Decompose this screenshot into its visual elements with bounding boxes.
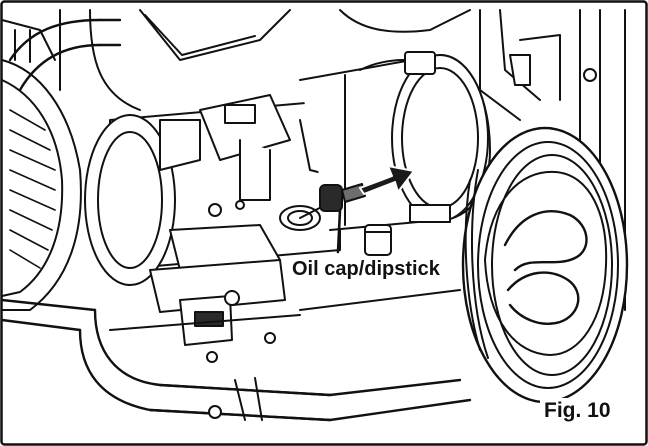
alternator-body	[84, 94, 341, 286]
cylinder-drum	[299, 51, 491, 231]
wheel	[461, 126, 629, 404]
figure-number: Fig. 10	[540, 398, 615, 423]
oil-cap	[319, 184, 343, 212]
engine-left	[1, 19, 82, 311]
arrow-right-icon	[359, 165, 415, 195]
frame-tube	[0, 18, 472, 422]
oil-cap-dipstick-label: Oil cap/dipstick	[288, 257, 444, 281]
base-frame	[109, 259, 461, 421]
